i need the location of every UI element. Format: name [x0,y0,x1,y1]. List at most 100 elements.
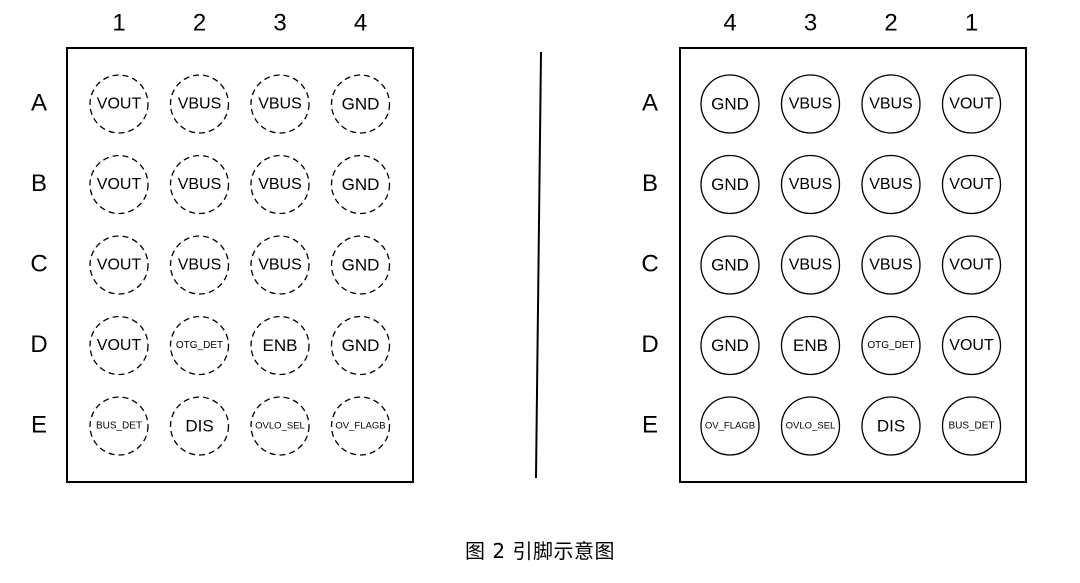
pin-ball-outline [700,396,760,456]
column-label: 4 [723,9,736,36]
pin-ball-outline [941,74,1002,134]
column-label: 3 [804,9,817,36]
pin-label: VBUS [178,96,222,113]
pin-label: VOUT [949,96,994,113]
pin-label: GND [342,336,380,355]
pin-label: VBUS [789,96,833,113]
pin-label: VBUS [789,176,833,193]
pin-label: VOUT [949,257,994,274]
pin-ball-outline [700,235,760,295]
column-label: 1 [112,9,125,36]
row-label: C [641,250,658,277]
column-label: 2 [193,9,206,36]
column-label: 1 [965,9,978,36]
right-pinout-view: 4 3 2 1A B C D E GND VBUS VBUS VOUT GND VBUS VBUS VOUT G… [641,9,1027,483]
pin-label: VOUT [97,257,142,274]
pin-label: BUS_DET [948,421,994,432]
pin-ball-outline [941,315,1002,376]
row-label: D [641,331,658,358]
pin-ball-outline [330,154,391,215]
pin-label: DIS [185,417,213,436]
pin-ball-outline [700,154,760,215]
pin-ball-outline [780,396,841,456]
pin-ball-outline [250,74,310,134]
pin-label: VOUT [949,176,994,193]
pin-ball-outline [861,235,921,295]
pin-ball-outline [330,315,391,376]
pin-ball-outline [169,315,230,376]
pin-ball-outline [941,235,1002,295]
column-label: 3 [273,9,286,36]
right-package-outline [679,47,1027,483]
pin-ball-outline [89,315,149,376]
column-label: 2 [884,9,897,36]
row-label: D [30,331,47,358]
pin-label: GND [711,336,749,355]
pin-label: OVLO_SEL [255,421,305,432]
pin-ball-outline [89,235,149,295]
pin-label: VBUS [789,257,833,274]
pin-label: BUS_DET [96,421,142,432]
pin-label: VOUT [97,96,142,113]
pin-ball-outline [700,74,760,134]
pin-label: OTG_DET [176,340,223,351]
pin-ball-outline [169,74,230,134]
pin-label: OVLO_SEL [786,421,836,432]
row-label: A [642,89,658,116]
pin-label: VBUS [258,176,302,193]
pin-label: VBUS [178,257,222,274]
pin-ball-outline [250,154,310,215]
pin-label: GND [342,175,380,194]
pin-label: VBUS [258,96,302,113]
pin-label: VBUS [869,96,913,113]
pin-label: VBUS [869,176,913,193]
pin-label: ENB [793,336,828,355]
row-label: E [31,411,47,438]
pin-ball-outline [89,154,149,215]
pin-ball-outline [89,396,149,456]
row-label: E [642,411,658,438]
pin-label: VBUS [178,176,222,193]
pin-ball-outline [780,74,841,134]
pin-label: VOUT [949,337,994,354]
pin-ball-outline [330,74,391,134]
pin-ball-outline [250,396,310,456]
pin-ball-outline [330,235,391,295]
pin-ball-outline [780,154,841,215]
pin-ball-outline [861,154,921,215]
figure-caption: 图 2 引脚示意图 [465,539,615,563]
pin-ball-outline [700,315,760,376]
pin-ball-outline [941,154,1002,215]
pin-label: VBUS [258,257,302,274]
pin-label: OV_FLAGB [335,421,385,432]
column-label: 4 [354,9,367,36]
left-package-outline [66,47,414,483]
pin-label: GND [711,95,749,114]
pin-ball-outline [861,396,921,456]
pin-ball-outline [169,396,230,456]
pin-label: OV_FLAGB [705,421,755,432]
pin-ball-outline [169,154,230,215]
pin-ball-outline [780,235,841,295]
pin-label: OTG_DET [867,340,914,351]
row-label: B [642,170,658,197]
pin-ball-outline [941,396,1002,456]
pin-label: GND [711,175,749,194]
pin-ball-outline [780,315,841,376]
pin-ball-outline [250,315,310,376]
pin-label: GND [342,95,380,114]
pin-label: DIS [877,417,905,436]
pin-ball-outline [89,74,149,134]
pin-label: GND [711,256,749,275]
pin-ball-outline [330,396,391,456]
pin-ball-outline [250,235,310,295]
pin-ball-outline [861,74,921,134]
row-label: C [30,250,47,277]
pin-label: ENB [263,336,298,355]
pin-label: VOUT [97,337,142,354]
view-separator-line [535,51,542,479]
pin-label: VOUT [97,176,142,193]
pin-label: VBUS [869,257,913,274]
